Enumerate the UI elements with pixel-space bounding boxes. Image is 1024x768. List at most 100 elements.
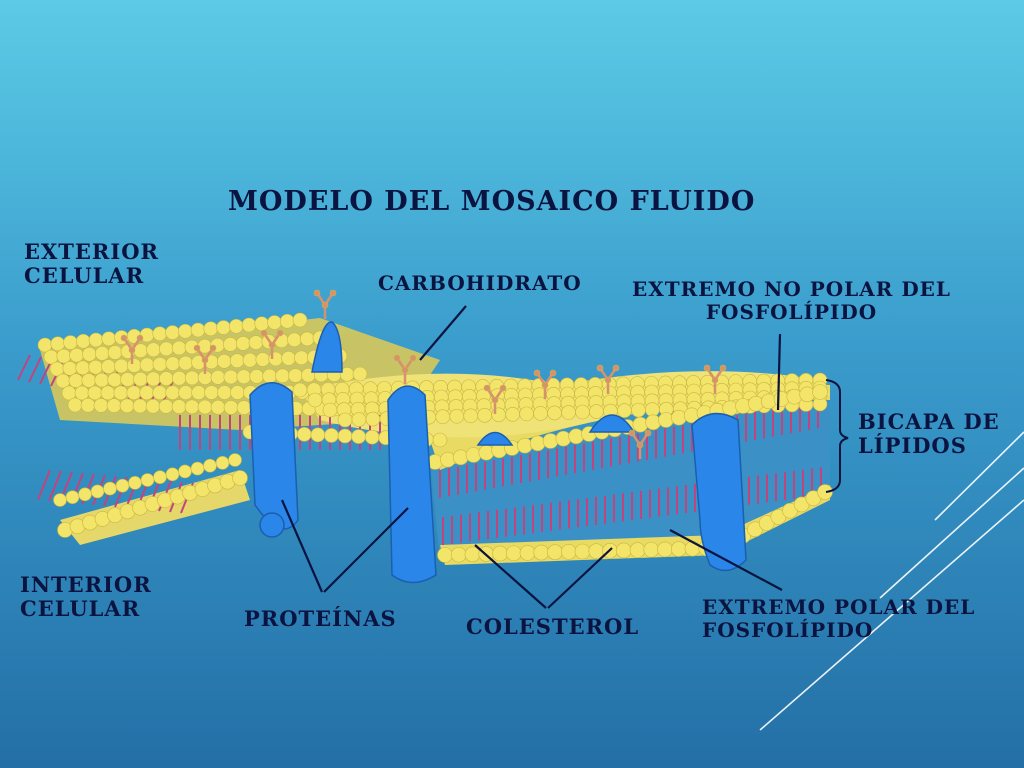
pointer-proteinas-2 <box>323 507 409 593</box>
pointer-no-polar <box>776 333 782 411</box>
carbohydrate-unit <box>711 376 719 384</box>
phospholipid-head <box>190 461 205 476</box>
lipid-tail <box>17 354 31 381</box>
phospholipid-head <box>255 352 271 367</box>
protein-6 <box>691 412 747 572</box>
phospholipid-head <box>267 315 282 330</box>
phospholipid-head <box>63 335 78 350</box>
phospholipid-head <box>203 458 217 473</box>
phospholipid-head <box>799 386 815 403</box>
phospholipid-head <box>229 353 245 369</box>
pointer-colesterol-1 <box>474 544 547 609</box>
phospholipid-head <box>68 373 84 388</box>
carbohydrate-unit <box>541 381 549 389</box>
phospholipid-head <box>632 416 649 433</box>
phospholipid-head <box>190 322 206 338</box>
phospholipid-head <box>75 333 91 349</box>
phospholipid-head <box>146 342 161 358</box>
protein-4 <box>476 431 514 446</box>
label-exterior-celular: EXTERIOR CELULAR <box>24 239 159 288</box>
phospholipid-head <box>547 405 562 421</box>
label-line: INTERIOR <box>20 572 152 597</box>
phospholipid-head <box>560 544 577 560</box>
phospholipid-head <box>292 382 308 398</box>
carbohydrate-unit <box>409 354 417 362</box>
phospholipid-head <box>50 336 66 352</box>
phospholipid-head <box>88 332 104 348</box>
phospholipid-head <box>236 369 252 385</box>
phospholipid-head <box>533 406 548 421</box>
phospholipid-head <box>658 412 674 428</box>
phospholipid-head <box>67 397 83 413</box>
pointer-proteinas-1 <box>280 499 324 593</box>
label-interior-celular: INTERIOR CELULAR <box>20 572 152 621</box>
phospholipid-head <box>337 412 353 428</box>
phospholipid-head <box>216 354 232 369</box>
pointer-lines <box>280 305 783 609</box>
decorative-lines <box>759 431 1024 731</box>
phospholipid-head <box>478 444 495 461</box>
carbohydrates <box>120 289 727 459</box>
carbohydrate-unit <box>628 429 636 437</box>
phospholipid-head <box>184 399 200 415</box>
phospholipid-head <box>177 323 193 339</box>
carbohydrate-unit <box>260 329 268 337</box>
phospholipid-head <box>228 318 244 334</box>
phospholipid-head <box>575 404 590 420</box>
phospholipid-head <box>158 399 174 414</box>
phospholipid-head <box>275 368 290 384</box>
phospholipid-head <box>65 490 80 504</box>
phospholipid-head <box>292 312 308 328</box>
phospholipid-head <box>241 317 257 333</box>
phospholipid-head <box>210 399 226 415</box>
phospholipid-head <box>519 406 534 422</box>
lipid-tail <box>48 470 62 502</box>
phospholipid-head <box>450 546 467 563</box>
phospholipid-head <box>152 326 168 342</box>
phospholipid-head <box>158 341 174 357</box>
carbohydrate-unit <box>393 354 401 362</box>
phospholipid-head <box>735 398 751 414</box>
carbohydrate-unit <box>636 441 644 449</box>
carbohydrate-unit <box>703 364 711 372</box>
phospholipid-head <box>464 546 481 563</box>
label-colesterol: COLESTEROL <box>466 614 640 639</box>
phospholipid-head <box>437 547 453 563</box>
carbohydrate-unit <box>313 289 321 297</box>
label-line: LÍPIDOS <box>858 433 967 459</box>
phospholipid-head <box>223 369 239 385</box>
phospholipid-head <box>197 399 213 415</box>
phospholipid-head <box>505 545 522 562</box>
phospholipid-head <box>178 355 193 371</box>
phospholipid-head <box>100 385 116 401</box>
phospholipid-head <box>310 427 326 443</box>
phospholipid-head <box>106 398 122 413</box>
pointer-colesterol-2 <box>547 547 613 609</box>
carbohydrate-unit <box>329 289 337 297</box>
phospholipid-head <box>165 467 180 482</box>
phospholipid-head <box>773 391 790 407</box>
label-line: EXTERIOR <box>24 239 159 264</box>
phospholipid-head <box>817 484 833 500</box>
phospholipid-head <box>684 540 701 557</box>
phospholipid-head <box>146 371 161 387</box>
phospholipid-head <box>87 385 103 401</box>
phospholipid-head <box>126 385 142 401</box>
phospholipid-head <box>128 476 142 490</box>
phospholipid-head <box>465 447 482 463</box>
phospholipid-head <box>120 372 135 387</box>
protein-3 <box>311 321 343 373</box>
phospholipid-head <box>568 428 584 445</box>
phospholipid-head <box>645 414 661 431</box>
label-bicapa-lipidos: BICAPA DE LÍPIDOS <box>858 409 1000 459</box>
phospholipid-head <box>165 385 180 400</box>
phospholipid-head <box>435 409 451 425</box>
phospholipid-head <box>322 402 338 418</box>
phospholipid-head <box>217 385 232 400</box>
phospholipid-head <box>542 433 559 449</box>
phospholipid-head <box>101 359 116 374</box>
phospholipid-head <box>235 336 251 351</box>
phospholipid-head <box>203 321 219 337</box>
phospholipid-head <box>171 340 187 356</box>
phospholipid-head <box>547 544 563 561</box>
